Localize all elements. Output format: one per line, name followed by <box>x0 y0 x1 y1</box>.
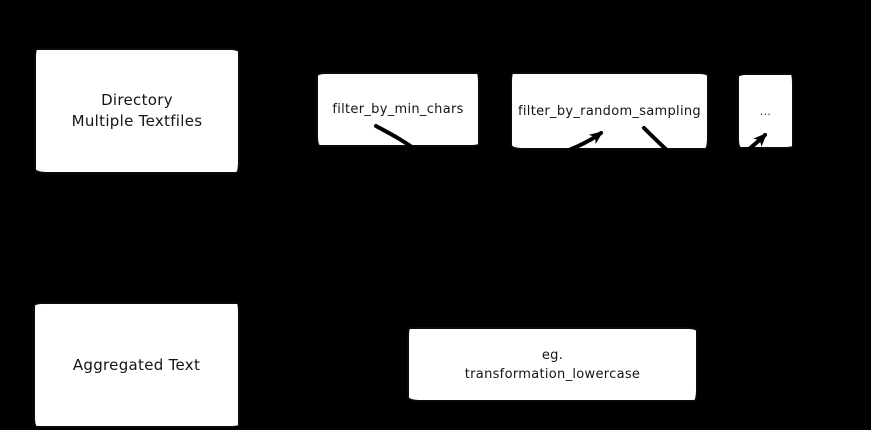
node-filter-by-random-sampling-label: filter_by_random_sampling <box>518 103 701 119</box>
node-directory-line1: Directory <box>101 91 173 109</box>
node-more-filters-ellipsis: ... <box>737 73 794 149</box>
node-aggregated-text: Aggregated Text <box>33 302 240 428</box>
node-directory-line2: Multiple Textfiles <box>71 112 203 130</box>
node-filter-by-min-chars: filter_by_min_chars <box>316 72 480 147</box>
node-transformation-line2: transformation_lowercase <box>464 366 641 382</box>
node-more-filters-label: ... <box>759 104 772 118</box>
node-aggregated-text-label: Aggregated Text <box>72 356 201 374</box>
node-transformation-example: eg. transformation_lowercase <box>407 327 698 402</box>
node-directory: Directory Multiple Textfiles <box>34 48 240 174</box>
node-filter-by-random-sampling: filter_by_random_sampling <box>510 72 709 150</box>
node-filter-by-min-chars-label: filter_by_min_chars <box>332 102 464 117</box>
node-transformation-line1: eg. <box>541 347 564 363</box>
